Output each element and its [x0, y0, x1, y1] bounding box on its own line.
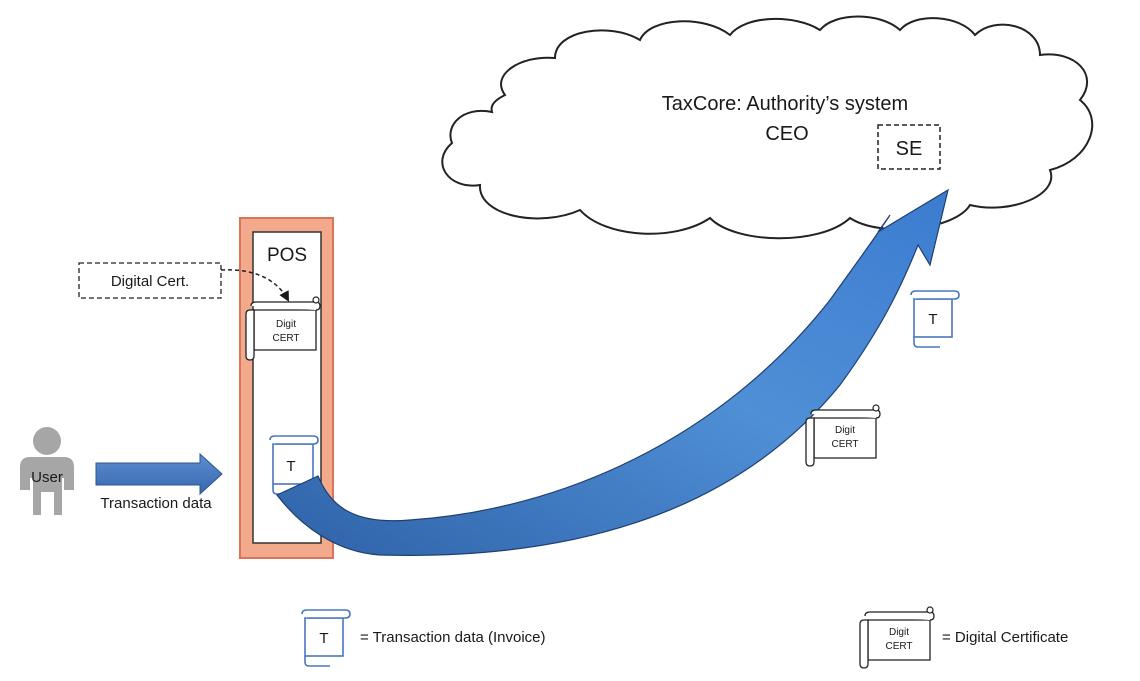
legend-cert-scroll-icon	[859, 606, 935, 669]
transaction-data-label: Transaction data	[100, 495, 212, 512]
flow-transaction-label: T	[928, 311, 937, 328]
pos-cert-scroll-icon	[245, 296, 321, 361]
legend-transaction-text: = Transaction data (Invoice)	[360, 629, 546, 646]
digital-cert-label: Digital Cert.	[111, 273, 189, 290]
legend-transaction-icon-label: T	[319, 630, 328, 647]
cloud-subtitle: CEO	[765, 123, 808, 145]
flow-cert-scroll-icon	[805, 404, 881, 467]
pos-label: POS	[267, 245, 307, 266]
legend-transaction-doc-icon	[301, 609, 351, 667]
flow-cert-line2: CERT	[831, 439, 858, 450]
digital-cert-box: Digital Cert.	[78, 262, 222, 299]
user-label: User	[31, 469, 63, 486]
se-box: SE	[877, 124, 941, 170]
pos-transaction-doc-icon	[269, 435, 319, 495]
curved-flow-arrow	[276, 188, 949, 556]
legend-cert-line2: CERT	[885, 641, 912, 652]
dashed-cert-arrow	[220, 269, 289, 302]
user-transaction-arrow	[95, 452, 223, 496]
flow-transaction-doc-icon	[910, 290, 960, 348]
cloud-title: TaxCore: Authority’s system	[662, 93, 908, 115]
legend-cert-text: = Digital Certificate	[942, 629, 1068, 646]
pos-cert-line1: Digit	[276, 319, 296, 330]
user-person-icon	[20, 427, 74, 515]
flow-cert-line1: Digit	[835, 425, 855, 436]
cloud-shape	[441, 15, 1094, 240]
pos-transaction-label: T	[286, 458, 295, 475]
legend-cert-line1: Digit	[889, 627, 909, 638]
se-label: SE	[896, 138, 923, 160]
pos-cert-line2: CERT	[272, 333, 299, 344]
